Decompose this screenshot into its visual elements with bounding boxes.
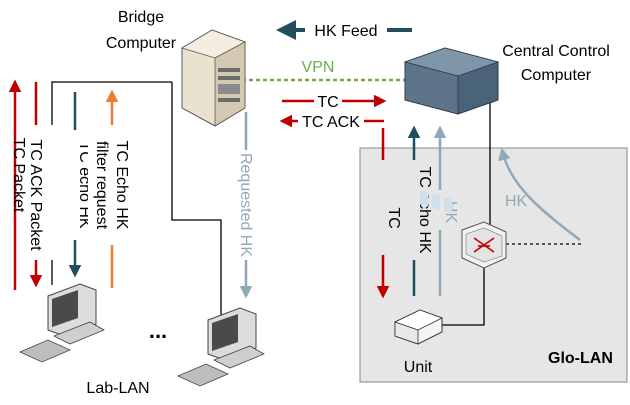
central-control-label-line2: Computer: [521, 67, 592, 84]
vpn-label: VPN: [302, 59, 335, 76]
glo-lan-area: [359, 147, 628, 383]
tc-ack-packet-label: TC ACK Packet: [27, 139, 44, 251]
glo-hk-curved-label: HK: [505, 193, 528, 210]
glo-arrows: TC TC echo HK HK HK: [374, 125, 581, 299]
tc-ack-label: TC ACK: [302, 114, 360, 131]
filter-labels-bg: [88, 125, 133, 245]
tc-echo-hk-filter-line1: TC Echo HK: [113, 141, 130, 230]
glo-tc-label: TC: [385, 207, 402, 228]
bridge-computer-label-line1: Bridge: [118, 9, 164, 26]
lab-ellipsis: ...: [149, 318, 167, 343]
hk-feed-label-bg: [305, 18, 387, 42]
glo-tc-echo-hk-label-bg: [405, 160, 423, 260]
switch-icon: [461, 221, 507, 269]
tc-label: TC: [317, 94, 338, 111]
lab-lan-label: Lab-LAN: [86, 380, 149, 397]
hk-feed-label: HK Feed: [314, 23, 377, 40]
glo-hk-curved-arrow: [498, 147, 581, 241]
unit-icon: [393, 309, 444, 345]
lab-left-labels-bg: [18, 125, 58, 260]
lab-computer-icon-2: [177, 307, 265, 387]
glo-tc-label-bg: [374, 160, 392, 255]
requested-hk-label-bg: [236, 150, 256, 260]
tc-echo-hk-lab-label-bg: [66, 130, 84, 240]
tc-packet-label: TC Packet: [10, 138, 27, 213]
tc-label-bg: [314, 91, 342, 111]
tc-ack-label-bg: [298, 111, 364, 131]
lab-computer-icon-1: [19, 283, 105, 363]
central-control-label-line1: Central Control: [502, 43, 610, 60]
unit-label: Unit: [404, 359, 433, 376]
glo-tc-echo-hk-label: TC echo HK: [416, 166, 433, 253]
tc-echo-hk-filter-line2: filter request: [93, 141, 110, 230]
lab-arrows: TC ACK Packet TC Packet TC echo HK TC Ec…: [8, 79, 133, 290]
central-control-computer-icon: [403, 47, 500, 214]
requested-hk-label: Requested HK: [237, 153, 254, 257]
bridge-computer-icon: [181, 29, 246, 127]
glo-lan-label: Glo-LAN: [548, 350, 613, 367]
bridge-computer-label-line2: Computer: [106, 35, 177, 52]
